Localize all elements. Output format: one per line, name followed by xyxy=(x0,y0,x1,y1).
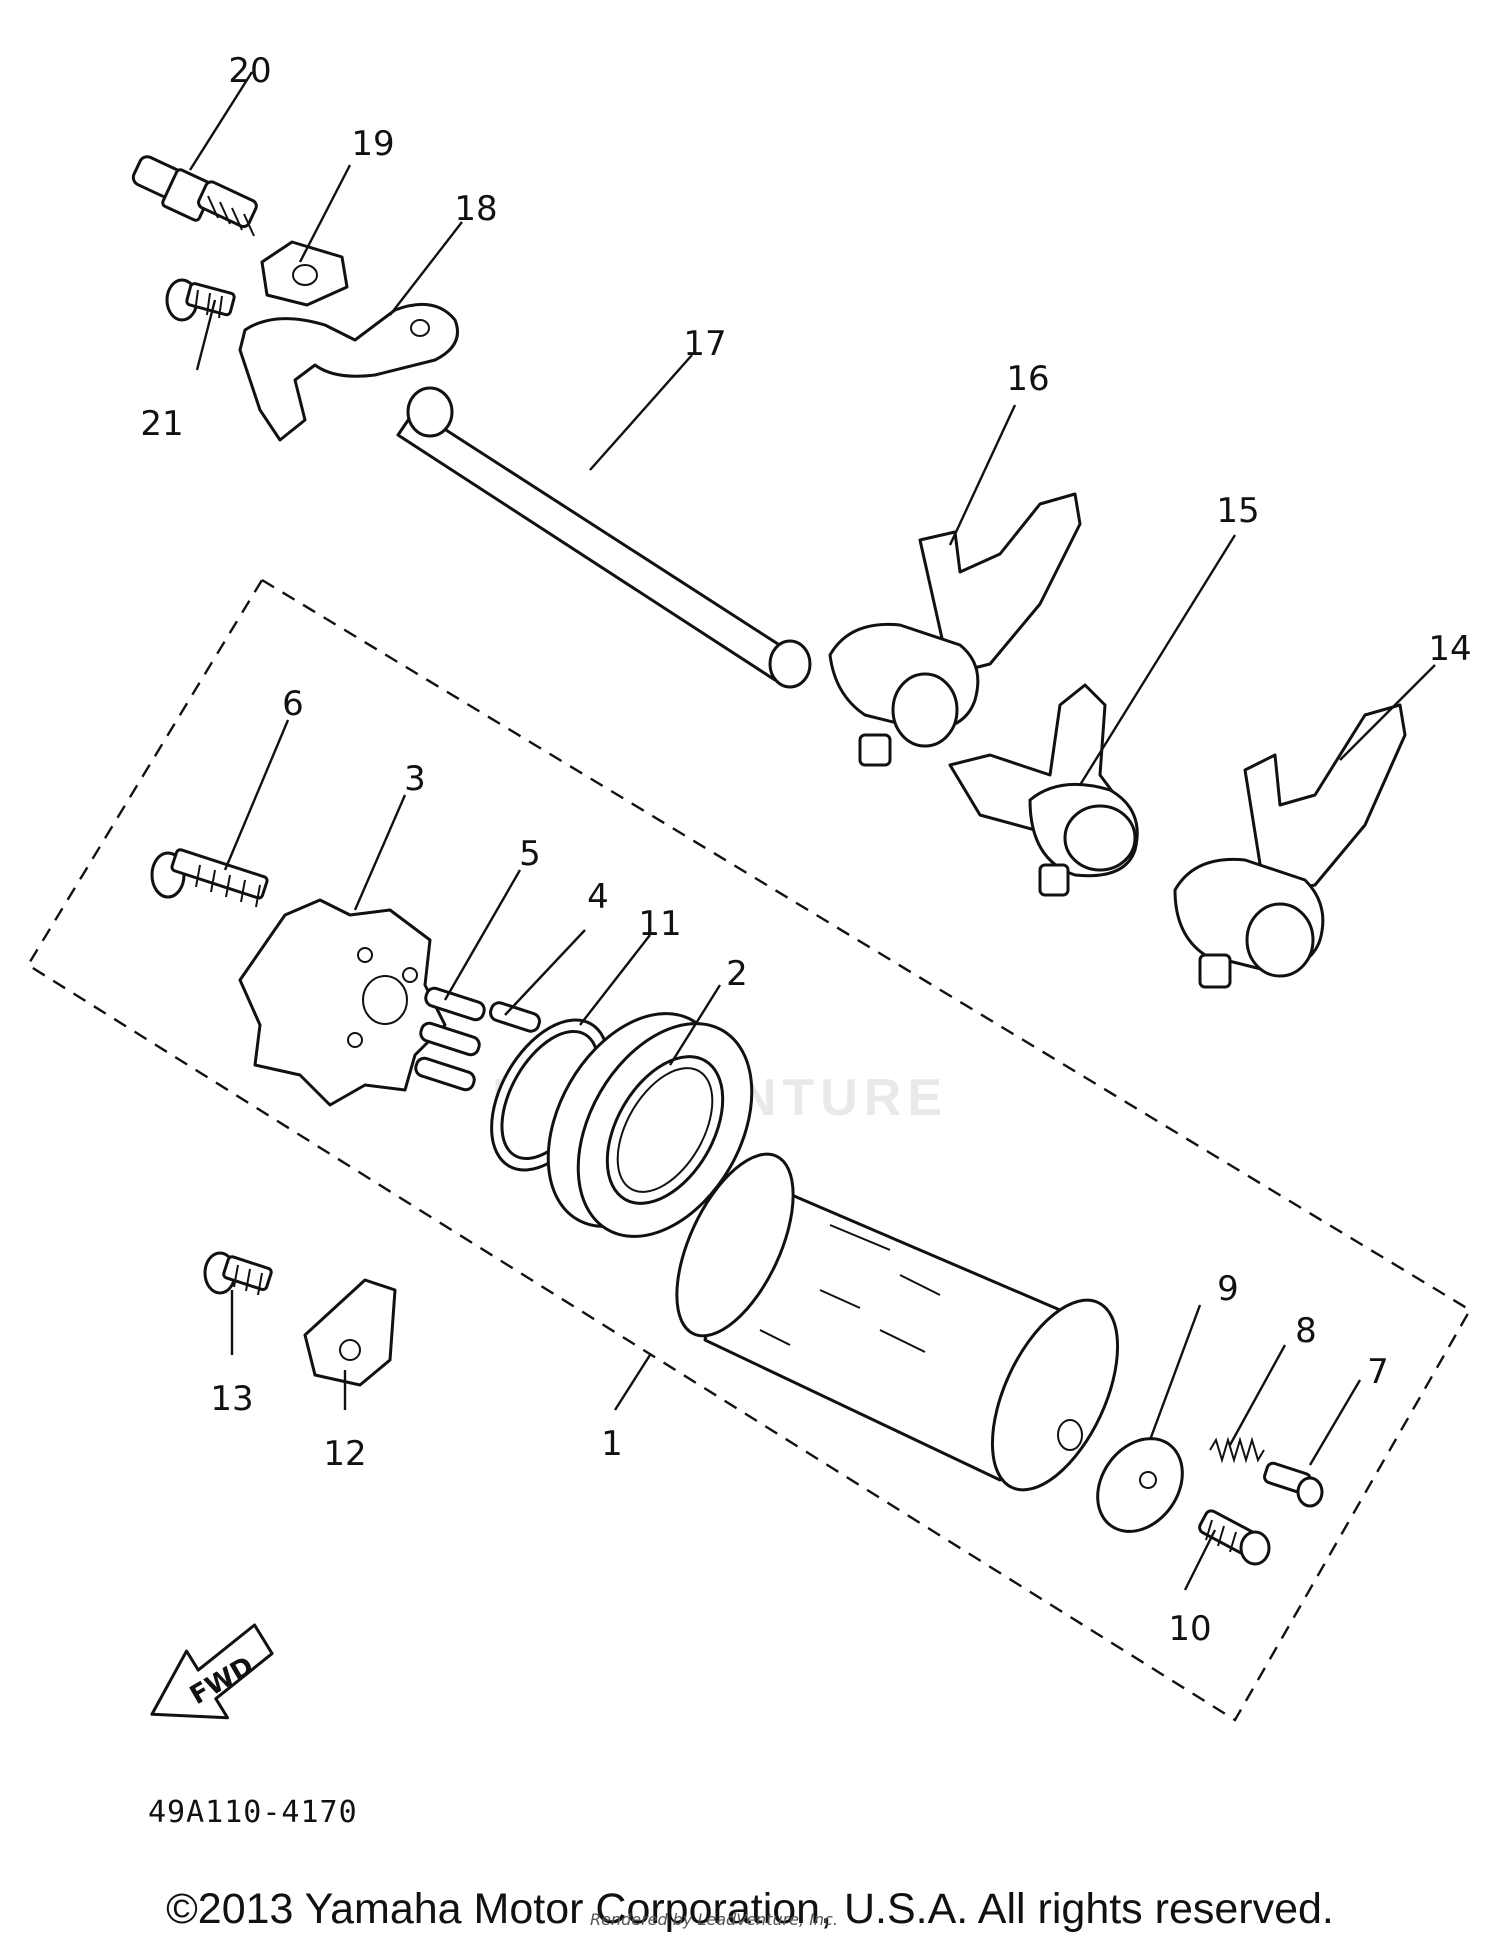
assembly-boundary xyxy=(26,578,1472,1722)
callouts: 20 19 18 21 17 16 15 14 6 3 5 4 11 2 9 8… xyxy=(140,51,1471,1649)
callout-4: 4 xyxy=(587,877,609,917)
diagram-code: 49A110-4170 xyxy=(148,1795,358,1830)
part-4-dowel-pin xyxy=(489,1001,541,1033)
part-20-bolt xyxy=(131,155,258,237)
callout-10: 10 xyxy=(1168,1609,1211,1649)
part-16-shift-fork xyxy=(828,492,1082,767)
part-21-screw xyxy=(165,278,236,322)
part-2-bearing xyxy=(546,1012,754,1238)
callout-15: 15 xyxy=(1216,491,1259,531)
callout-18: 18 xyxy=(454,189,497,229)
part-6-bolt xyxy=(150,848,269,908)
render-credit: Rendered by LeadVenture, Inc. xyxy=(590,1910,838,1929)
callout-12: 12 xyxy=(323,1434,366,1474)
callout-17: 17 xyxy=(683,324,726,364)
part-13-screw xyxy=(203,1251,273,1296)
leader-lines xyxy=(188,71,1436,1591)
part-12-stopper-plate xyxy=(303,1278,397,1387)
fwd-arrow-icon xyxy=(150,1623,274,1720)
part-5-dowel-pins xyxy=(414,986,486,1092)
part-19-lock-washer xyxy=(260,240,349,307)
copyright-notice: ©2013 Yamaha Motor Corporation, U.S.A. A… xyxy=(166,1885,1334,1933)
part-3-segment xyxy=(238,898,447,1107)
part-15-shift-fork xyxy=(948,683,1139,897)
callout-6: 6 xyxy=(282,684,304,724)
part-9-plate xyxy=(1096,1437,1184,1533)
callout-9: 9 xyxy=(1217,1269,1239,1309)
part-18-stopper-bracket xyxy=(238,302,459,442)
part-10-screw xyxy=(1198,1509,1271,1566)
callout-21: 21 xyxy=(140,404,183,444)
callout-7: 7 xyxy=(1367,1352,1389,1392)
callout-11: 11 xyxy=(638,904,681,944)
part-8-spring xyxy=(1209,1436,1265,1464)
callout-13: 13 xyxy=(210,1379,253,1419)
callout-16: 16 xyxy=(1006,359,1049,399)
part-14-shift-fork xyxy=(1173,703,1407,989)
callout-14: 14 xyxy=(1428,629,1471,669)
callout-3: 3 xyxy=(404,759,426,799)
callout-8: 8 xyxy=(1295,1311,1317,1351)
callout-20: 20 xyxy=(228,51,271,91)
callout-5: 5 xyxy=(519,834,541,874)
callout-19: 19 xyxy=(351,124,394,164)
callout-2: 2 xyxy=(726,954,748,994)
part-17-shift-fork-shaft xyxy=(396,386,812,689)
part-7-plunger xyxy=(1263,1461,1324,1508)
part-1-shift-cam-drum xyxy=(675,1152,1120,1492)
callout-1: 1 xyxy=(601,1424,623,1464)
